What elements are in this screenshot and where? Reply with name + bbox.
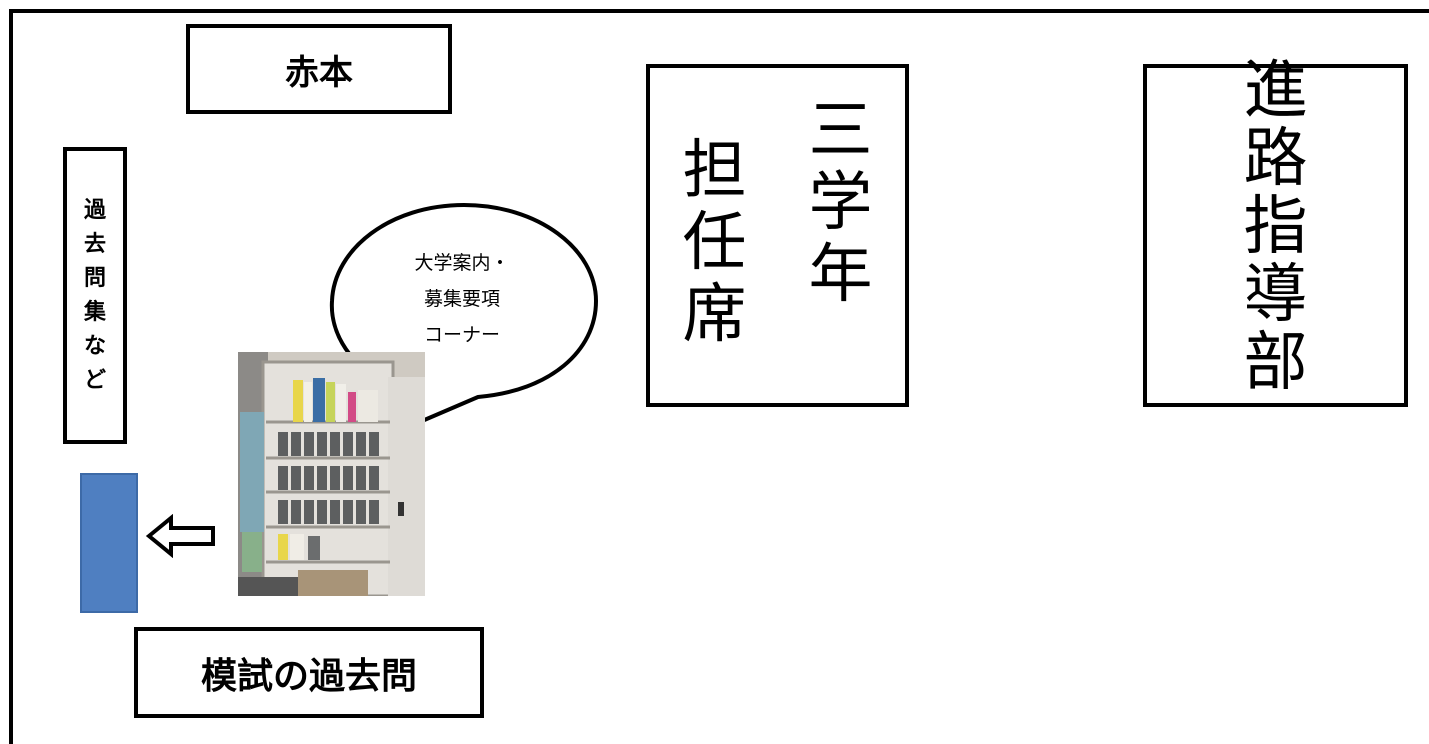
kakomon-char: 過 [83, 197, 106, 223]
sangaku-char: 三 [808, 93, 873, 168]
kakomon-char: ど [83, 367, 106, 393]
left-arrow-shape [145, 513, 215, 559]
bubble-line: 募集要項 [423, 288, 500, 310]
bubble-line: コーナー [423, 324, 500, 346]
career-guidance-sign: 進 路 指 導 部 [1143, 59, 1408, 407]
shinro-char: 導 [1243, 257, 1308, 332]
akahon-sign: 赤本 [186, 24, 452, 114]
tannin-char: 席 [682, 277, 747, 352]
room-outline [9, 9, 1429, 744]
bubble-line: 大学案内・ [414, 252, 510, 274]
tannin-char: 任 [682, 205, 747, 280]
kakomon-char: 集 [83, 299, 106, 325]
sangaku-char: 年 [808, 237, 873, 312]
tannin-label: 担 任 席 [683, 135, 747, 351]
bookshelf-photo [238, 352, 425, 596]
shinro-char: 部 [1243, 325, 1308, 400]
speech-bubble-text: 大学案内・ 募集要項 コーナー [372, 245, 552, 353]
kakomon-char: 去 [83, 231, 106, 257]
moshi-kakomon-sign: 模試の過去問 [134, 627, 484, 718]
bookshelf-illustration [238, 352, 425, 596]
blue-shelf-block [80, 473, 138, 613]
third-grade-teachers-desk-sign: 担 任 席 三 学 年 [646, 64, 909, 407]
kakomon-shu-sign: 過 去 問 集 な ど [63, 147, 127, 444]
sangaku-label: 三 学 年 [809, 95, 873, 351]
tannin-char: 担 [682, 133, 747, 208]
kakomon-shu-label: 過 去 問 集 な ど [84, 194, 106, 398]
shinro-label: 進 路 指 導 部 [1244, 57, 1308, 397]
kakomon-char: 問 [83, 265, 106, 291]
shinro-char: 指 [1243, 189, 1308, 264]
moshi-kakomon-label: 模試の過去問 [200, 655, 417, 697]
kakomon-char: な [83, 333, 106, 359]
left-arrow-icon [145, 513, 217, 562]
akahon-label: 赤本 [285, 52, 353, 93]
shinro-char: 進 [1243, 53, 1308, 128]
shinro-char: 路 [1243, 121, 1308, 196]
sangaku-char: 学 [808, 165, 873, 240]
